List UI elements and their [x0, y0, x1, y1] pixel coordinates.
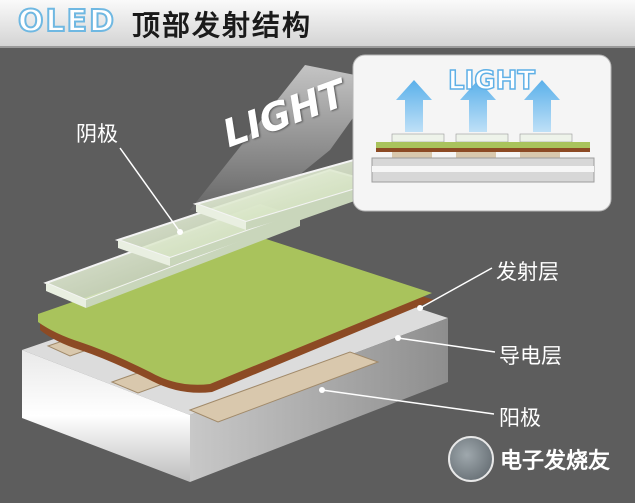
leader-conductive: [397, 337, 496, 353]
anode-strip-3: [188, 351, 380, 423]
inset-layers: [371, 133, 595, 183]
light-beam: [190, 65, 380, 215]
label-emissive-layer: 发射层: [496, 260, 559, 284]
watermark-logo-icon: [448, 436, 494, 482]
label-cathode: 阴极: [76, 122, 118, 146]
title-bar: OLED 顶部发射结构: [0, 0, 635, 48]
leader-anode: [321, 389, 495, 415]
base-side: [190, 318, 448, 482]
inset-arrow-2: [460, 80, 496, 132]
light-label-inset: LIGHT: [447, 65, 536, 97]
leader-cathode: [119, 147, 181, 233]
base-front: [22, 350, 190, 482]
watermark-brand: 电子发烧友: [500, 449, 611, 474]
emissive-layer: [38, 237, 432, 385]
inset-arrows: [396, 80, 560, 132]
inset-arrow-3: [524, 80, 560, 132]
label-anode: 阳极: [499, 406, 541, 430]
title-oled: OLED: [17, 3, 117, 40]
leader-emissive: [419, 267, 493, 309]
inset-arrow-1: [396, 80, 432, 132]
title-main: 顶部发射结构: [132, 9, 313, 42]
watermark: 电子发烧友: [448, 436, 610, 482]
label-conductive-layer: 导电层: [499, 344, 562, 368]
